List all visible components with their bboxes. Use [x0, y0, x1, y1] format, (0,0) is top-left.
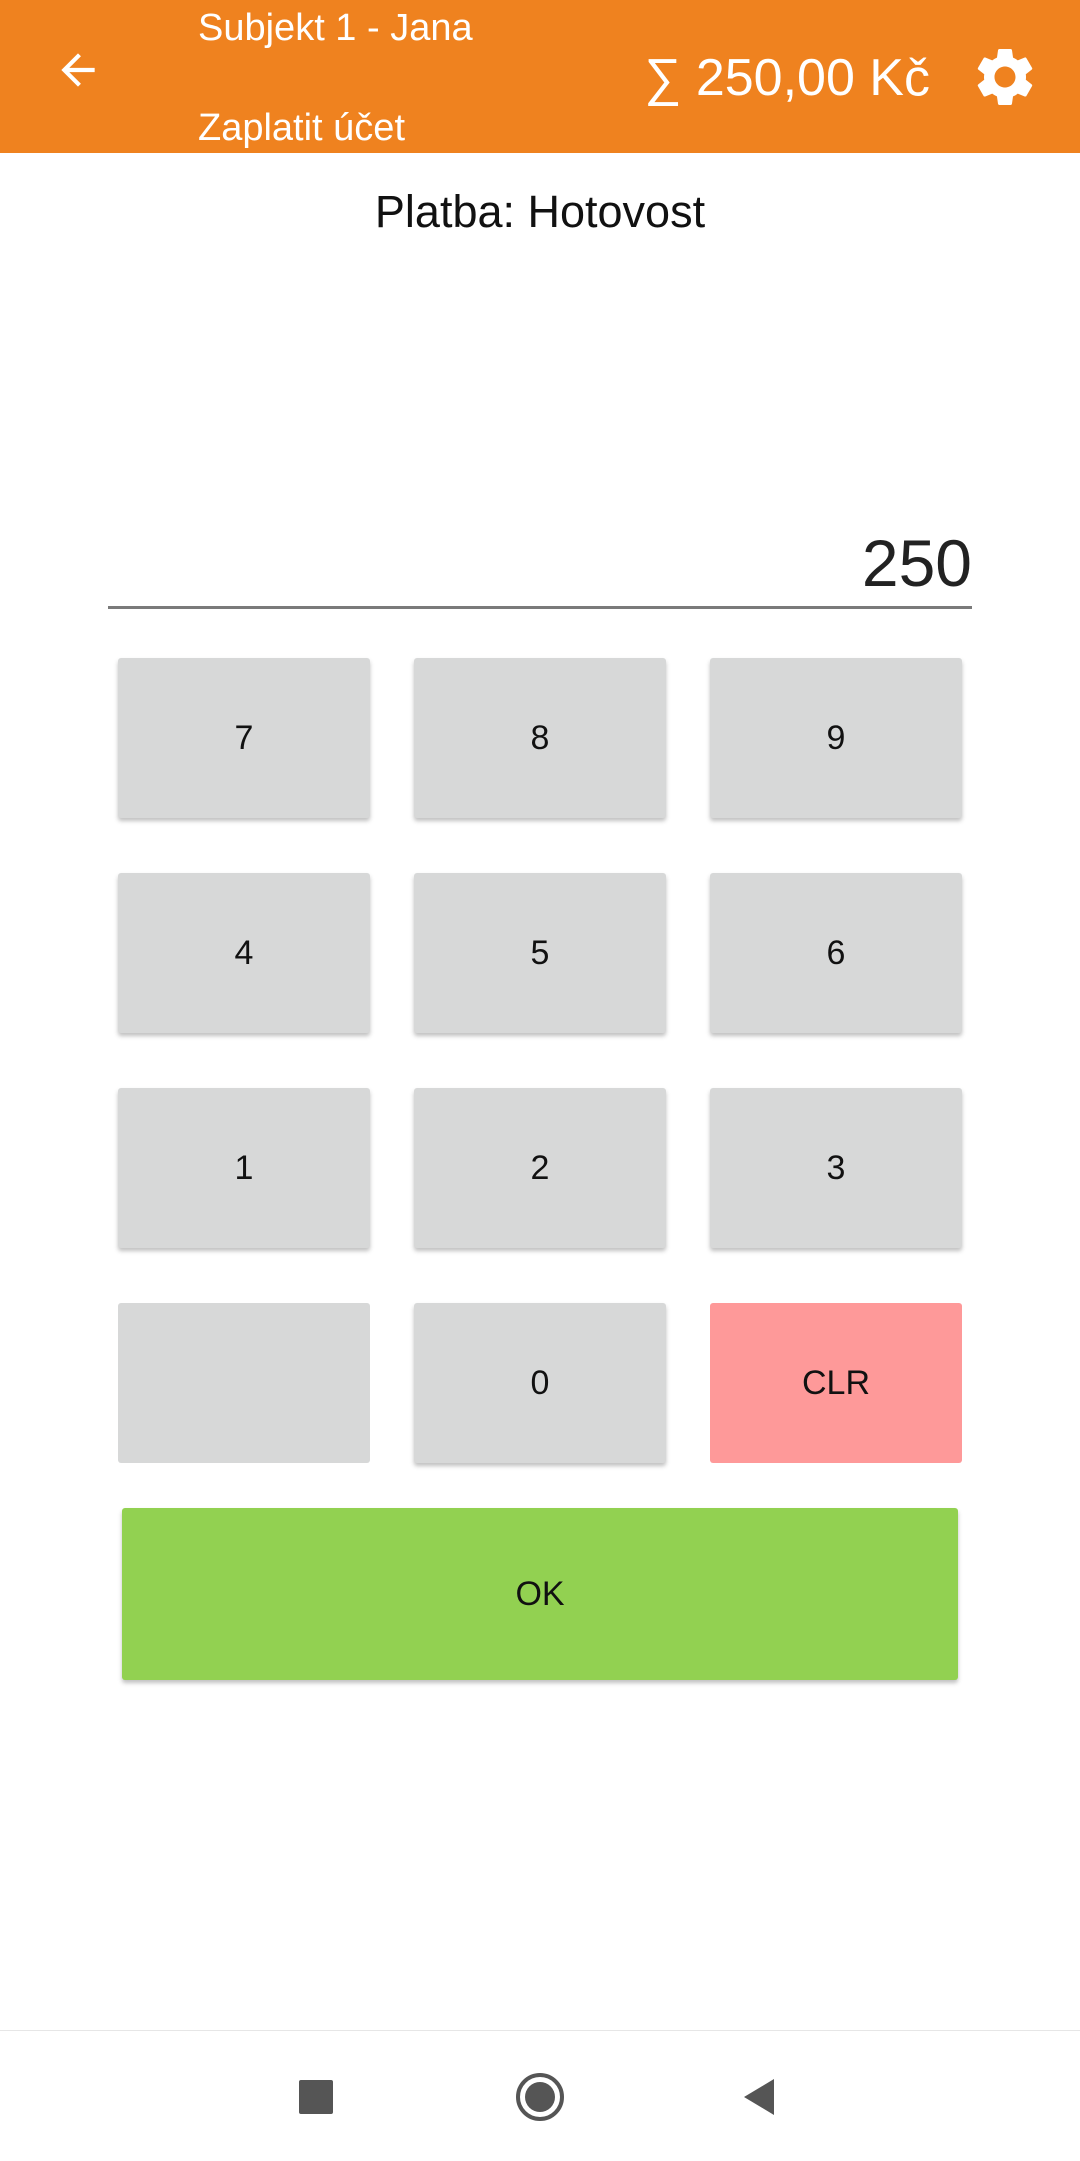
system-nav-bar [0, 2030, 1080, 2161]
back-icon [744, 2079, 774, 2115]
key-4[interactable]: 4 [118, 873, 370, 1033]
key-3[interactable]: 3 [710, 1088, 962, 1248]
key-1[interactable]: 1 [118, 1088, 370, 1248]
app-bar: Subjekt 1 - Jana Zaplatit účet ∑ 250,00 … [0, 0, 1080, 153]
clear-button[interactable]: CLR [710, 1303, 962, 1463]
home-button[interactable] [502, 2059, 578, 2135]
key-7[interactable]: 7 [118, 658, 370, 818]
back-button[interactable] [40, 32, 116, 108]
key-5[interactable]: 5 [414, 873, 666, 1033]
key-2[interactable]: 2 [414, 1088, 666, 1248]
settings-button[interactable] [966, 38, 1044, 116]
toolbar-title: Subjekt 1 - Jana [198, 7, 473, 49]
gear-icon [977, 48, 1033, 105]
home-icon [516, 2073, 564, 2121]
nav-back-button[interactable] [722, 2059, 798, 2135]
toolbar-subtitle: Zaplatit účet [198, 107, 405, 149]
recent-apps-button[interactable] [278, 2059, 354, 2135]
recent-apps-icon [299, 2080, 333, 2114]
arrow-back-icon [61, 53, 95, 87]
key-6[interactable]: 6 [710, 873, 962, 1033]
bill-total: ∑ 250,00 Kč [644, 49, 930, 107]
key-9[interactable]: 9 [710, 658, 962, 818]
key-blank [118, 1303, 370, 1463]
ok-button[interactable]: OK [122, 1508, 958, 1680]
amount-input[interactable] [108, 520, 972, 609]
payment-method-label: Platba: Hotovost [374, 186, 706, 237]
key-0[interactable]: 0 [414, 1303, 666, 1463]
key-8[interactable]: 8 [414, 658, 666, 818]
